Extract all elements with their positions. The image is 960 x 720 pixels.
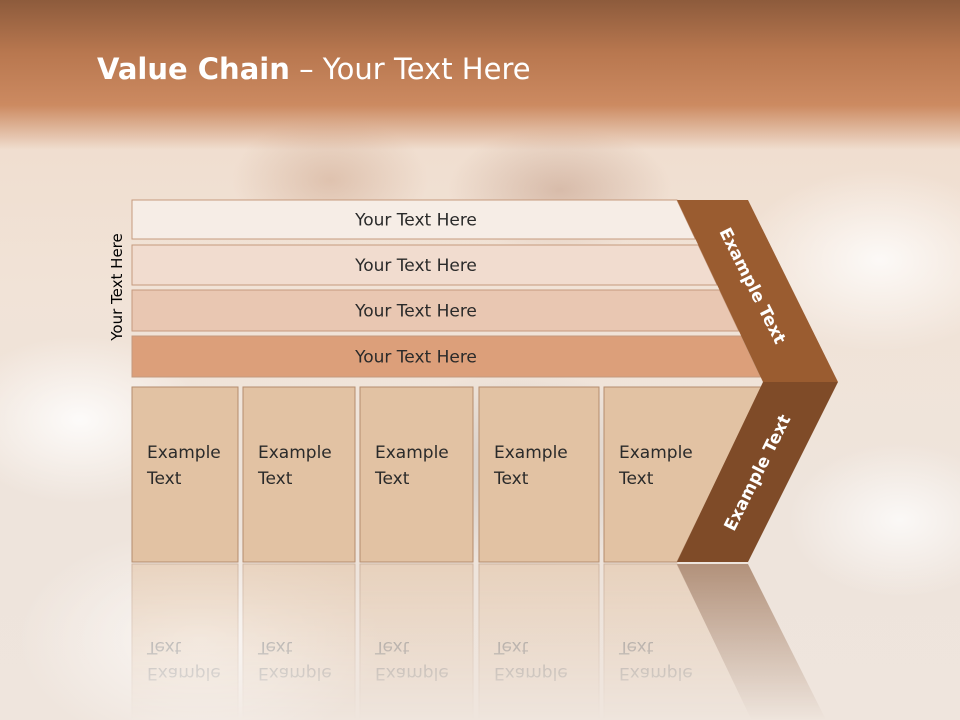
header-band [0,0,960,150]
title-rest: – Your Text Here [289,52,531,86]
reflection-column-label-4-line1: Example [494,663,568,683]
row-label-4: Your Text Here [354,348,477,368]
reflection-column-label-2-line2: Text [257,637,293,657]
reflection-column-label-2-line1: Example [258,663,332,683]
column-label-4-line2: Text [493,469,529,489]
column-box-4 [478,386,600,563]
column-label-4-line1: Example [494,443,568,463]
title-strong: Value Chain [97,52,290,86]
column-box-1 [131,386,239,563]
reflection-column-label-5-line2: Text [618,637,654,657]
column-label-5-line1: Example [619,443,693,463]
slide-title: Value Chain – Your Text Here [97,52,531,86]
reflection-column-box-3 [359,563,474,720]
reflection-column-label-1-line2: Text [146,637,182,657]
column-label-3-line1: Example [375,443,449,463]
reflection-column-label-1-line1: Example [147,663,221,683]
reflection-column-label-5-line1: Example [619,663,693,683]
column-label-5-line2: Text [618,469,654,489]
chevron-upper-arm [677,200,838,382]
reflection-column-box-2 [242,563,356,720]
row-label-2: Your Text Here [354,256,477,276]
column-box-2 [242,386,356,563]
reflection-column-box-4 [478,563,600,720]
column-label-3-line2: Text [374,469,410,489]
reflection-column-label-3-line1: Example [375,663,449,683]
column-label-2-line1: Example [258,443,332,463]
row-label-3: Your Text Here [354,302,477,322]
reflection-column-label-3-line2: Text [374,637,410,657]
column-label-2-line2: Text [257,469,293,489]
reflection-column-label-4-line2: Text [493,637,529,657]
reflection-chevron [677,564,826,720]
column-label-1-line1: Example [147,443,221,463]
column-label-1-line2: Text [146,469,182,489]
reflection-column-box-1 [131,563,239,720]
chevron-lower-arm [677,382,838,562]
column-box-3 [359,386,474,563]
row-label-1: Your Text Here [354,211,477,231]
